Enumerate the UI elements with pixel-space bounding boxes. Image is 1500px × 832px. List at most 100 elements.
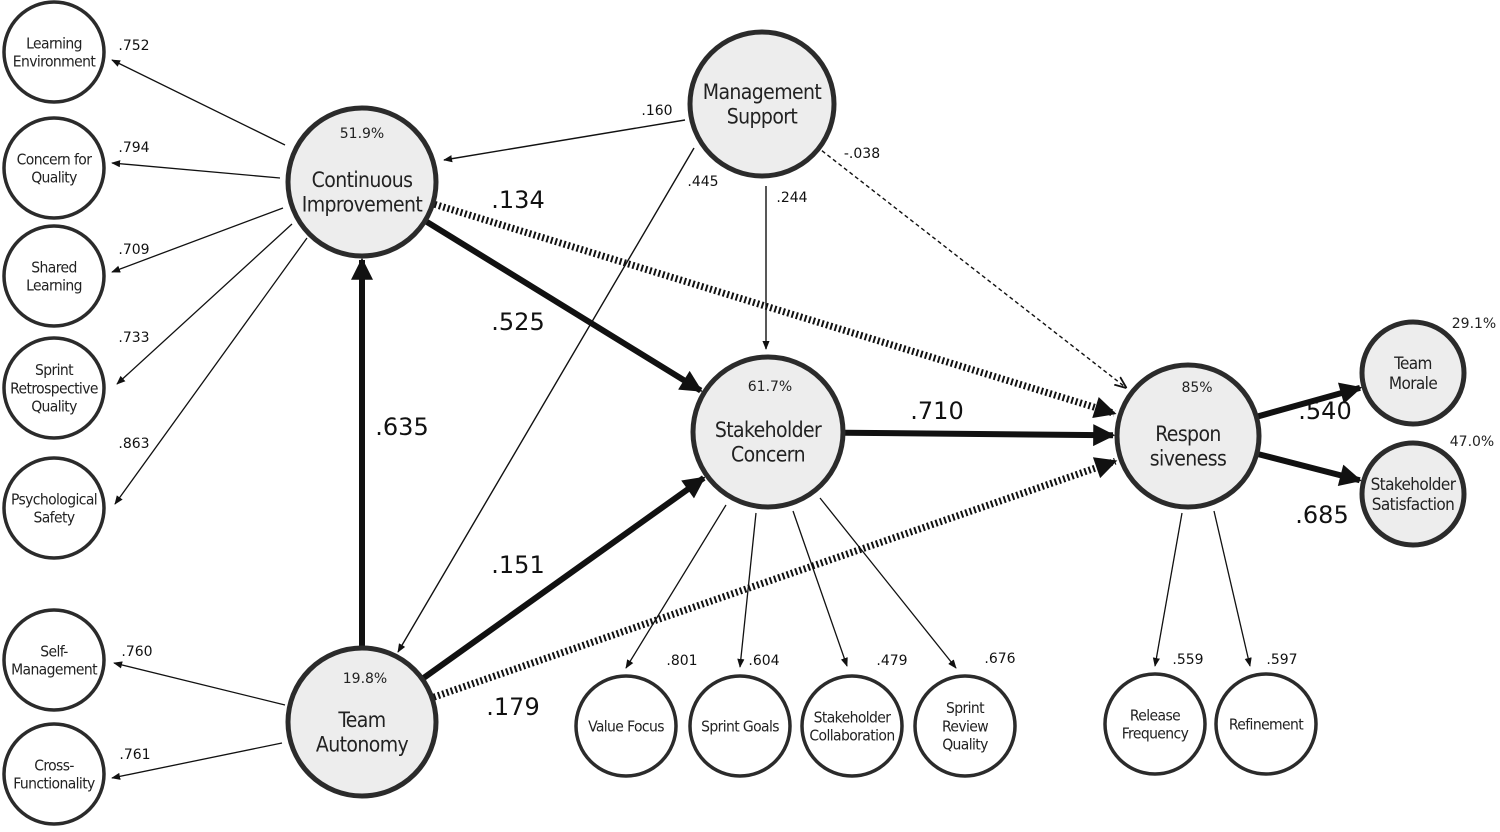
indicator-label-sl-line-1: Learning: [26, 277, 82, 295]
loading-value-srvq: .676: [984, 651, 1015, 667]
nodes: ContinuousImprovementManagementSupportSt…: [2, 0, 1467, 826]
indicator-label-sg-line-0: Sprint Goals: [701, 717, 779, 735]
construct-label-rs-line-1: siveness: [1150, 447, 1226, 471]
construct-label-sc-line-1: Concern: [731, 443, 805, 467]
indicator-circle-cf: [2, 722, 106, 826]
r-squared-sc: 61.7%: [748, 379, 792, 395]
construct-circle-rs: [1114, 362, 1262, 510]
loading-value-le: .752: [118, 38, 149, 54]
loading-value-rf: .559: [1172, 652, 1203, 668]
path-coefficient-ci-rs: .134: [491, 186, 544, 214]
loading-arrow-sl: [111, 207, 284, 273]
indicator-circle-srvq: [913, 674, 1017, 778]
path-ms-to-ci: [443, 119, 686, 163]
loading-value-sl: .709: [118, 242, 149, 258]
loading-arrow-ref: [1213, 510, 1252, 667]
indicator-label-scol-line-1: Collaboration: [809, 727, 894, 745]
loading-arrow-rf: [1152, 512, 1183, 667]
indicator-node-vf: Value Focus: [574, 674, 678, 778]
path-coefficient-ms-sc: .244: [776, 190, 807, 206]
loading-arrow-cq: [111, 160, 281, 179]
construct-label-ta-line-1: Autonomy: [316, 733, 409, 757]
construct-label-sc-line-0: Stakeholder: [715, 418, 822, 442]
indicator-circle-ref: [1214, 672, 1318, 776]
path-ta-to-rs: [432, 457, 1118, 701]
indicator-circle-sl: [2, 224, 106, 328]
indicator-label-le-line-0: Learning: [26, 34, 82, 52]
path-coefficient-ci-sc: .525: [491, 308, 544, 336]
path-coefficient-ms-rs: -.038: [844, 146, 880, 162]
indicator-label-srvq-line-0: Sprint: [946, 699, 985, 717]
path-ci-to-rs: [433, 200, 1117, 419]
construct-label-ci-line-1: Improvement: [302, 193, 423, 217]
path-coefficient-ta-sc: .151: [491, 551, 544, 579]
loading-arrow-srq: [116, 223, 293, 385]
indicator-circle-srq: [2, 336, 106, 440]
loading-value-cf: .761: [119, 747, 150, 763]
loading-value-scol: .479: [876, 653, 907, 669]
indicator-label-cf-line-0: Cross-: [34, 756, 74, 774]
indicator-node-ref: Refinement: [1214, 672, 1318, 776]
indicator-node-smg: Self-Management: [2, 608, 106, 712]
construct-label-ci-line-0: Continuous: [312, 168, 413, 192]
indicator-label-vf-line-0: Value Focus: [588, 717, 664, 735]
indicator-label-smg-line-1: Management: [11, 661, 98, 679]
path-ms-to-ta: [397, 147, 695, 653]
indicator-circle-rf: [1103, 672, 1207, 776]
loading-value-ref: .597: [1266, 652, 1297, 668]
construct-circle-ta: [285, 645, 439, 799]
loading-arrow-cf: [111, 742, 283, 780]
indicator-label-cf-line-1: Functionality: [13, 775, 95, 793]
indicator-label-rf-line-0: Release: [1130, 706, 1180, 724]
loading-value-psy: .863: [118, 436, 149, 452]
r-squared-ss: 47.0%: [1450, 434, 1494, 450]
indicator-label-srvq-line-2: Quality: [942, 736, 988, 754]
r-squared-tm: 29.1%: [1452, 316, 1496, 332]
indicator-circle-cq: [2, 116, 106, 220]
construct-circle-ci: [285, 105, 439, 259]
loading-value-sg: .604: [748, 653, 779, 669]
indicator-label-cq-line-1: Quality: [31, 169, 77, 187]
indicator-label-smg-line-0: Self-: [40, 642, 68, 660]
path-sc-to-rs: [844, 424, 1116, 447]
path-rs-to-ss: [1257, 451, 1362, 486]
construct-label-tm-line-0: Team: [1393, 354, 1432, 374]
indicator-circle-sg: [688, 674, 792, 778]
loading-arrow-vf: [625, 504, 727, 669]
indicator-label-sl-line-0: Shared: [31, 258, 76, 276]
construct-label-tm-line-1: Morale: [1389, 374, 1437, 394]
construct-label-ms-line-0: Management: [703, 80, 822, 104]
loading-arrow-scol: [792, 510, 848, 667]
loading-arrow-psy: [114, 237, 308, 505]
construct-label-ms-line-1: Support: [727, 105, 798, 129]
r-squared-ci: 51.9%: [340, 126, 384, 142]
indicator-label-scol-line-0: Stakeholder: [814, 708, 892, 726]
construct-label-rs-line-0: Respon: [1155, 422, 1221, 446]
indicator-node-sg: Sprint Goals: [688, 674, 792, 778]
construct-circle-sc: [690, 354, 846, 510]
path-coefficient-rs-tm: .540: [1298, 397, 1351, 425]
path-coefficient-sc-rs: .710: [910, 397, 963, 425]
r-squared-rs: 85%: [1181, 380, 1212, 396]
indicator-label-ref-line-0: Refinement: [1229, 715, 1304, 733]
indicator-label-psy-line-1: Safety: [33, 509, 74, 527]
construct-circle-tm: [1359, 319, 1467, 427]
construct-circle-ms: [687, 29, 837, 179]
path-coefficient-ta-rs: .179: [486, 693, 539, 721]
path-coefficient-ta-ci: .635: [375, 413, 428, 441]
indicator-circle-vf: [574, 674, 678, 778]
